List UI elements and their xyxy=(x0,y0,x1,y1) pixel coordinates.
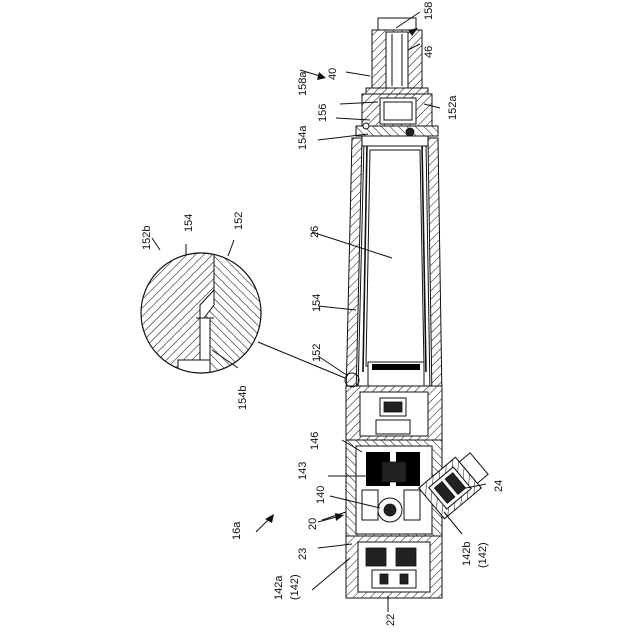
label-156: 156 xyxy=(317,104,329,122)
label-142a-paren: (142) xyxy=(289,574,301,600)
label-146: 146 xyxy=(309,432,321,450)
detail-label-154: 154 xyxy=(183,214,195,232)
label-142a: 142a xyxy=(273,575,285,600)
label-152a: 152a xyxy=(447,95,459,120)
label-46: 46 xyxy=(423,46,435,58)
label-140: 140 xyxy=(315,486,327,504)
detail-magnifier xyxy=(140,250,359,387)
label-143: 143 xyxy=(297,462,309,480)
label-142b: 142b xyxy=(461,542,473,566)
label-158a: 158a xyxy=(297,71,309,96)
label-20: 20 xyxy=(307,518,319,530)
label-154a: 154a xyxy=(297,125,309,150)
label-142b-paren: (142) xyxy=(477,542,489,568)
label-16a: 16a xyxy=(231,521,243,540)
detail-label-152: 152 xyxy=(233,212,245,230)
label-23: 23 xyxy=(297,548,309,560)
label-158: 158 xyxy=(423,2,435,20)
cartridge xyxy=(366,150,424,386)
label-24: 24 xyxy=(493,480,505,492)
label-152: 152 xyxy=(311,344,323,362)
label-22: 22 xyxy=(385,614,397,626)
top-connector xyxy=(366,18,428,96)
detail-label-152b: 152b xyxy=(141,226,153,250)
detail-label-154b: 154b xyxy=(237,386,249,410)
label-26: 26 xyxy=(309,226,321,238)
label-154: 154 xyxy=(311,294,323,312)
seal-region xyxy=(356,94,438,136)
label-40: 40 xyxy=(327,68,339,80)
